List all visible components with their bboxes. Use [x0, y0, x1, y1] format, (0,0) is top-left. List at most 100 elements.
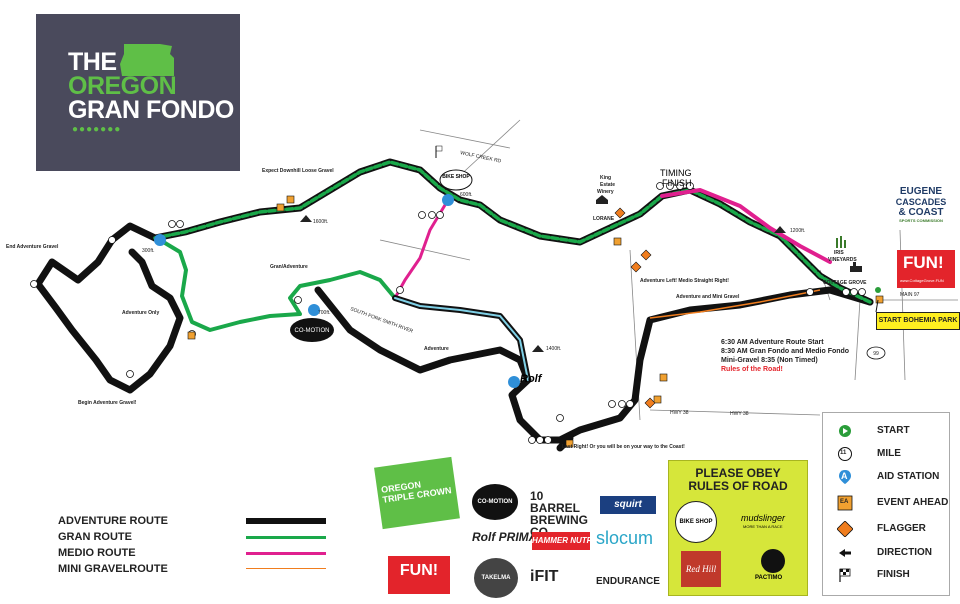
legend-medio: MEDIO ROUTE — [58, 547, 326, 563]
key-aid-label: AID STATION — [877, 471, 940, 482]
elevation-700: 700ft. — [318, 310, 331, 316]
legend-adventure: ADVENTURE ROUTE — [58, 515, 326, 531]
gran-route — [151, 158, 874, 332]
event-ahead-icon — [837, 495, 853, 511]
legend-adventure-label: ADVENTURE ROUTE — [58, 515, 169, 527]
iris-label-1: IRIS — [834, 250, 844, 256]
mile-symbol: 11 — [840, 450, 847, 456]
flagger-icon — [837, 521, 853, 537]
oregon-triple-crown-logo: OREGON TRIPLE CROWN — [374, 456, 460, 530]
svg-text:CO-MOTION: CO-MOTION — [295, 328, 330, 334]
rolf-prima-logo: Rolf PRIMA — [472, 530, 538, 544]
aid-station-marker — [442, 194, 454, 206]
rolf-map-logo: Rolf — [520, 373, 543, 385]
flagger-markers — [614, 207, 656, 409]
key-start-label: START — [877, 425, 910, 436]
winery-icon — [596, 195, 608, 204]
mudslinger-logo: mudslinger — [741, 513, 786, 523]
mini-gravel-route — [649, 289, 821, 319]
pactimo-icon — [761, 549, 785, 573]
comotion-map-logo: CO-MOTION — [290, 318, 334, 342]
finish-flag-key-icon — [839, 568, 851, 582]
adventure-label: Adventure — [424, 346, 449, 352]
timing-finish: TIMING FINISH — [660, 168, 692, 188]
start-pointer — [875, 299, 879, 313]
fun-big: FUN! — [903, 253, 944, 272]
elevation-600: 600ft. — [460, 192, 473, 198]
aid-station-marker — [508, 376, 520, 388]
key-mile-label: MILE — [877, 448, 901, 459]
eugene-line-4: SPORTS COMMISSION — [899, 218, 943, 223]
elevation-1200: 1200ft. — [790, 228, 805, 234]
legend-gran-swatch — [246, 536, 326, 539]
red-hill-logo: Red Hill — [681, 551, 721, 587]
fun-url: www.CottageGrove.FUN — [900, 278, 944, 283]
legend-medio-swatch — [246, 552, 326, 555]
adventure-left-label: Adventure Left! Medio Straight Right! — [640, 278, 729, 284]
legend-gran: GRAN ROUTE — [58, 531, 326, 547]
squirt-logo: squirt — [600, 496, 656, 514]
eugene-line-1: EUGENE — [899, 186, 943, 197]
bike-shop-icon: BIKE SHOP — [439, 169, 473, 191]
smith-river-label: SOUTH FORK SMITH RIVER — [349, 306, 414, 334]
oregon-gran-fondo-logo: THE OREGON GRAN FONDO ●●●●●●● — [36, 14, 240, 171]
eugene-line-3: & COAST — [898, 207, 944, 218]
legend-mini: MINI GRAVELROUTE — [58, 563, 326, 579]
hammer-nutrition-logo: HAMMER NUTRITION — [532, 532, 614, 550]
fun-logo: FUN! www.CottageGrove.FUN — [897, 250, 955, 288]
logo-line-3: GRAN FONDO — [68, 96, 234, 124]
iris-label-2: VINEYARDS — [828, 257, 857, 263]
logo-text: THE OREGON GRAN FONDO — [68, 48, 234, 124]
gran-adventure-label: Gran/Adventure — [270, 264, 308, 270]
wolf-creek-label: WOLF CREEK RD — [460, 150, 502, 165]
svg-text:BIKE SHOP: BIKE SHOP — [442, 174, 470, 180]
ifit-logo: iFIT — [530, 568, 559, 585]
begin-adventure-gravel-label: Begin Adventure Gravel! — [78, 400, 137, 406]
end-adventure-gravel-label: End Adventure Gravel — [6, 244, 59, 250]
logo-line-2: OREGON — [68, 72, 177, 100]
schedule-info: 6:30 AM Adventure Route Start 8:30 AM Gr… — [721, 338, 849, 374]
start-bohemia-tag: START BOHEMIA PARK — [876, 312, 960, 330]
takelma-logo: TAKELMA — [474, 558, 518, 598]
finish-flag-icon — [435, 145, 443, 158]
elevation-1400: 1400ft. — [546, 346, 561, 352]
lorane-label: LORANE — [593, 216, 615, 222]
triple-crown-text: OREGON TRIPLE CROWN — [380, 479, 453, 505]
bike-shop-logo: BIKE SHOP — [675, 501, 717, 543]
elevation-300: 300ft. — [142, 248, 155, 254]
fun-logo-bottom: FUN! — [388, 556, 450, 594]
key-event-label: EVENT AHEAD — [877, 497, 949, 508]
slocum-logo: slocum — [596, 528, 654, 548]
mile-icon — [838, 447, 852, 461]
logo-line-1: THE — [68, 48, 117, 76]
key-direction-label: DIRECTION — [877, 547, 932, 558]
svg-text:Rolf: Rolf — [520, 373, 543, 385]
expect-downhill-label: Expect Downhill Loose Gravel — [262, 168, 334, 174]
aid-station-marker — [154, 234, 166, 246]
map-key: START 11 MILE A AID STATION EA EVENT AHE… — [822, 412, 950, 596]
cottage-grove-icon — [850, 262, 862, 272]
legend-gran-label: GRAN ROUTE — [58, 531, 132, 543]
mountain-icon — [300, 215, 786, 352]
adventure-only-label: Adventure Only — [122, 310, 159, 316]
hwy-38-label: HWY 38 — [670, 410, 689, 416]
please-obey-box: PLEASE OBEY RULES OF ROAD BIKE SHOP muds… — [668, 460, 808, 596]
eugene-cascades-logo: EUGENE CASCADES & COAST SPORTS COMMISSIO… — [888, 186, 954, 223]
event-symbol: EA — [840, 499, 849, 505]
obey-title: PLEASE OBEY RULES OF ROAD — [669, 467, 807, 493]
aid-stations — [154, 194, 520, 388]
schedule-line-4: Rules of the Road! — [721, 366, 783, 373]
oregon-state-icon — [120, 44, 174, 76]
bike-shop-text: BIKE SHOP — [679, 519, 713, 525]
comotion-text: CO-MOTION — [477, 499, 513, 505]
iris-vineyards-icon — [836, 236, 846, 248]
key-finish-label: FINISH — [877, 569, 910, 580]
obey-title-line-1: PLEASE OBEY — [695, 466, 781, 480]
king-estate-label-2: Estate — [600, 182, 615, 188]
aid-station-marker — [308, 304, 320, 316]
schedule-line-1: 6:30 AM Adventure Route Start — [721, 339, 824, 346]
aid-station-icon — [839, 470, 851, 484]
medio-route — [392, 188, 832, 383]
aid-symbol: A — [841, 471, 848, 481]
eugene-line-2: CASCADES — [895, 197, 947, 207]
